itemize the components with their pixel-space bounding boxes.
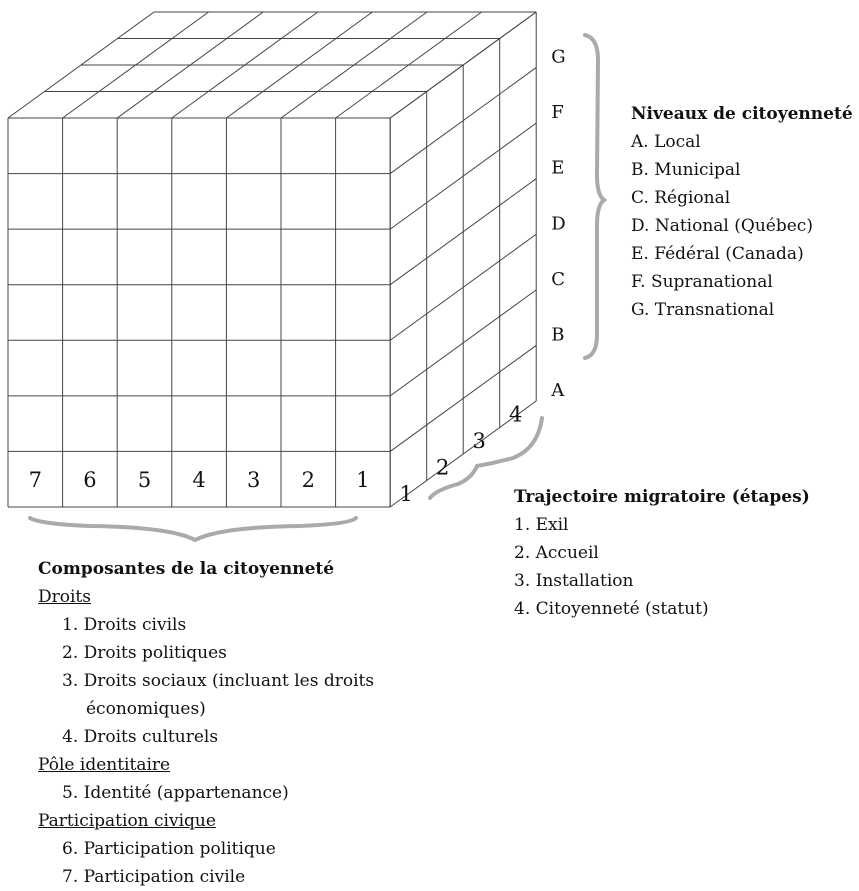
trajectory-item: 2. Accueil (514, 543, 599, 563)
level-item: G. Transnational (631, 300, 775, 320)
trajectory-item: 4. Citoyenneté (statut) (514, 599, 709, 619)
component-number: 1 (356, 468, 369, 492)
components-legend: Composantes de la citoyenneté Droits 1. … (38, 555, 374, 891)
component-item: 2. Droits politiques (62, 643, 227, 663)
component-item: 3. Droits sociaux (incluant les droits (62, 671, 375, 691)
level-item: D. National (Québec) (631, 216, 813, 236)
component-number: 3 (247, 468, 260, 492)
trajectory-item: 1. Exil (514, 515, 569, 535)
level-item: C. Régional (631, 188, 731, 208)
level-item: A. Local (631, 132, 701, 152)
level-item: E. Fédéral (Canada) (631, 244, 804, 264)
component-number: 7 (29, 468, 42, 492)
component-number: 2 (302, 468, 315, 492)
level-item: B. Municipal (631, 160, 741, 180)
group-label-civic: Participation civique (38, 811, 216, 831)
component-item: 5. Identité (appartenance) (62, 783, 289, 803)
level-letter: C (551, 269, 565, 290)
component-item: 7. Participation civile (62, 867, 246, 887)
migration-number: 2 (436, 455, 449, 479)
level-letter: E (551, 158, 564, 179)
migration-number: 4 (509, 402, 522, 426)
level-letter: B (551, 324, 564, 345)
trajectory-title: Trajectoire migratoire (étapes) (514, 487, 810, 507)
trajectory-legend: Trajectoire migratoire (étapes) 1. Exil … (514, 483, 810, 623)
component-item: 6. Participation politique (62, 839, 276, 859)
level-letter: D (551, 213, 565, 234)
group-label-rights: Droits (38, 587, 91, 607)
levels-title: Niveaux de citoyenneté (631, 104, 853, 124)
level-letter: F (551, 102, 564, 123)
migration-number: 3 (473, 429, 486, 453)
trajectory-brace (428, 416, 544, 500)
level-letter: G (551, 47, 565, 68)
components-brace (28, 516, 358, 543)
component-number: 4 (192, 468, 205, 492)
component-item-continued: économiques) (86, 699, 206, 719)
levels-legend: Niveaux de citoyenneté A. Local B. Munic… (631, 100, 853, 324)
group-label-identity: Pôle identitaire (38, 755, 171, 775)
migration-number: 1 (400, 482, 413, 506)
trajectory-item: 3. Installation (514, 571, 634, 591)
level-item: F. Supranational (631, 272, 773, 292)
component-item: 1. Droits civils (62, 615, 187, 635)
component-item: 4. Droits culturels (62, 727, 219, 747)
component-number: 5 (138, 468, 151, 492)
levels-brace (583, 33, 608, 360)
component-number: 6 (83, 468, 96, 492)
level-letter: A (550, 380, 565, 401)
components-title: Composantes de la citoyenneté (38, 559, 335, 579)
